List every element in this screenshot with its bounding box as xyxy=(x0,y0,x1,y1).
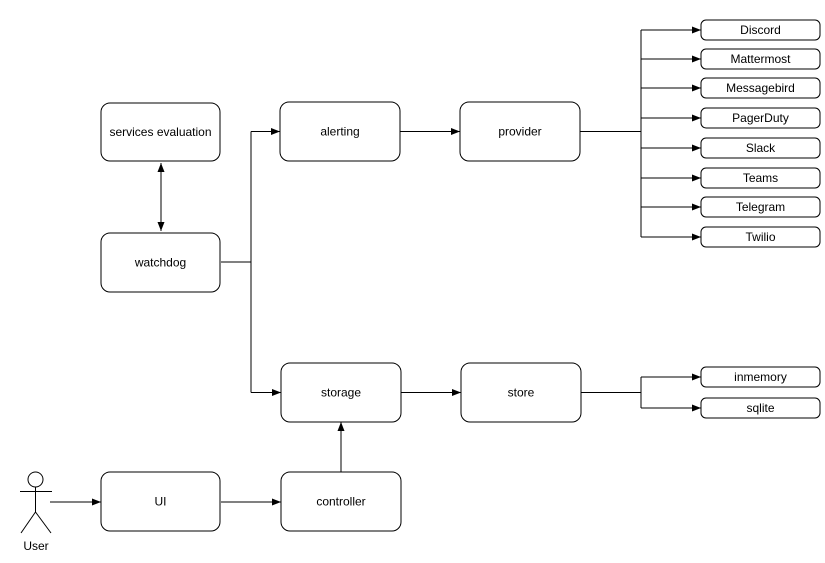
node-inmemory: inmemory xyxy=(700,366,821,388)
node-watchdog-label: watchdog xyxy=(134,256,186,270)
node-telegram: Telegram xyxy=(700,196,821,218)
node-provider: provider xyxy=(459,101,581,162)
node-pagerduty-label: PagerDuty xyxy=(732,111,789,125)
node-discord: Discord xyxy=(700,19,821,41)
node-provider-label: provider xyxy=(498,125,541,139)
node-ui-label: UI xyxy=(155,495,167,509)
node-services-evaluation-label: services evaluation xyxy=(109,125,211,139)
node-teams-label: Teams xyxy=(743,171,778,185)
node-mattermost-box xyxy=(700,48,821,70)
node-twilio-box xyxy=(700,226,821,248)
node-storage-box xyxy=(280,362,402,423)
node-sqlite-box xyxy=(700,397,821,419)
user-actor-left-leg xyxy=(20,511,36,534)
node-telegram-label: Telegram xyxy=(736,200,785,214)
node-discord-box xyxy=(700,19,821,41)
node-watchdog: watchdog xyxy=(100,232,221,293)
user-actor: User xyxy=(20,471,52,553)
node-store-box xyxy=(460,362,582,423)
node-discord-label: Discord xyxy=(740,23,781,37)
node-slack: Slack xyxy=(700,137,821,159)
node-controller: controller xyxy=(280,471,402,532)
node-store-label: store xyxy=(508,386,535,400)
node-inmemory-label: inmemory xyxy=(734,370,787,384)
node-twilio-label: Twilio xyxy=(745,230,775,244)
user-actor-right-leg xyxy=(35,511,52,534)
node-alerting: alerting xyxy=(279,101,401,162)
node-storage: storage xyxy=(280,362,402,423)
node-sqlite-label: sqlite xyxy=(746,401,774,415)
node-pagerduty: PagerDuty xyxy=(700,107,821,129)
node-messagebird: Messagebird xyxy=(700,77,821,99)
node-telegram-box xyxy=(700,196,821,218)
node-slack-label: Slack xyxy=(746,141,776,155)
user-actor-head xyxy=(27,471,44,488)
node-teams-box xyxy=(700,167,821,189)
node-watchdog-box xyxy=(100,232,221,293)
node-mattermost-label: Mattermost xyxy=(730,52,791,66)
node-alerting-label: alerting xyxy=(320,125,359,139)
node-provider-box xyxy=(459,101,581,162)
node-services-evaluation-box xyxy=(100,102,221,162)
node-slack-box xyxy=(700,137,821,159)
node-pagerduty-box xyxy=(700,107,821,129)
node-storage-label: storage xyxy=(321,386,361,400)
node-teams: Teams xyxy=(700,167,821,189)
node-twilio: Twilio xyxy=(700,226,821,248)
node-controller-box xyxy=(280,471,402,532)
node-controller-label: controller xyxy=(316,495,365,509)
node-messagebird-label: Messagebird xyxy=(726,81,795,95)
node-store: store xyxy=(460,362,582,423)
node-ui-box xyxy=(100,471,221,532)
user-actor-label: User xyxy=(23,539,48,553)
node-messagebird-box xyxy=(700,77,821,99)
node-ui: UI xyxy=(100,471,221,532)
node-inmemory-box xyxy=(700,366,821,388)
node-services-evaluation: services evaluation xyxy=(100,102,221,162)
node-alerting-box xyxy=(279,101,401,162)
node-sqlite: sqlite xyxy=(700,397,821,419)
node-mattermost: Mattermost xyxy=(700,48,821,70)
